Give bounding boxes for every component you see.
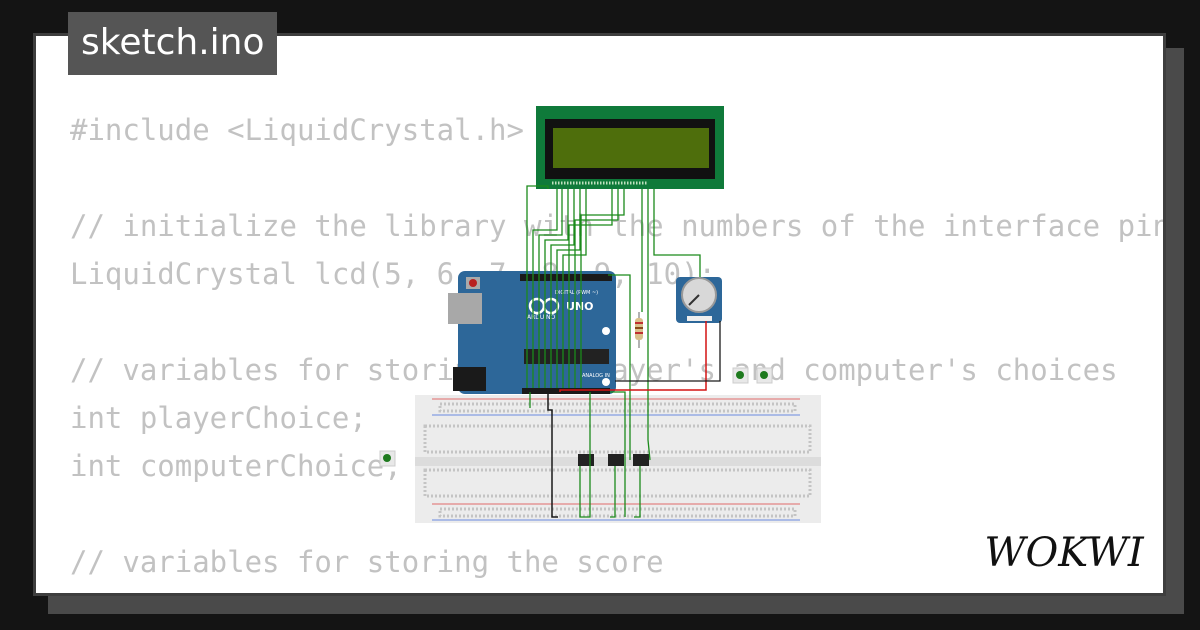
potentiometer[interactable] [676,277,722,323]
code-line: #include <LiquidCrystal.h> [70,113,524,147]
led-indicator [379,367,773,467]
code-line: int playerChoice; [70,401,367,435]
code-line: int computerChoice; [70,449,402,483]
wokwi-logo[interactable]: WOKWI [975,522,1153,580]
code-line: // initialize the library with the numbe… [70,209,1166,243]
arduino-uno-board[interactable]: UNO ARDUINO DIGITAL (PWM ~) ANALOG IN [448,271,616,394]
board-digital-label: DIGITAL (PWM ~) [555,290,598,296]
code-editor: #include <LiquidCrystal.h> // initialize … [70,106,1166,593]
power-wire [559,321,707,392]
board-model-label: UNO [566,300,594,313]
wokwi-logo-text: WOKWI [984,530,1144,576]
ground-wire [547,392,558,518]
wires [526,185,701,518]
code-line: // variables for storing the score [70,545,664,579]
ground-wire [615,321,721,382]
file-tab[interactable]: sketch.ino [68,12,278,75]
lcd-display[interactable] [536,106,724,189]
resistor [635,312,643,348]
push-button[interactable] [578,454,649,466]
board-brand-label: ARDUINO [527,314,556,321]
board-analog-label: ANALOG IN [582,373,610,379]
